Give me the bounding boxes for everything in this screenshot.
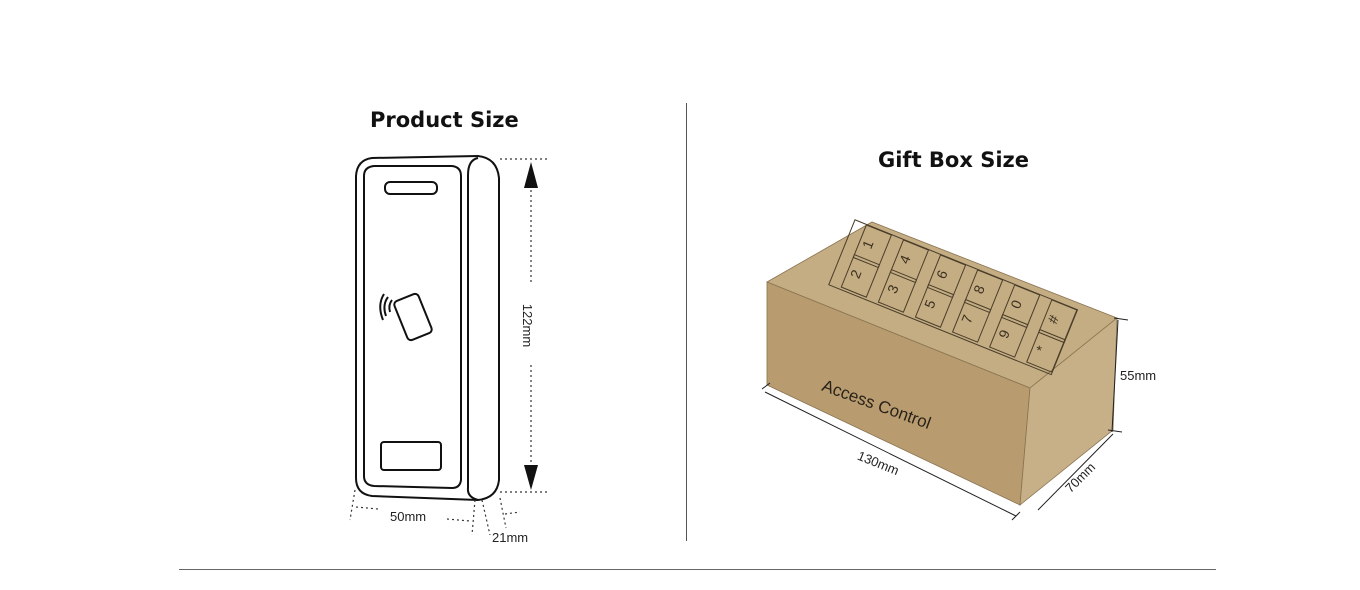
product-depth-label: 21mm (492, 530, 529, 545)
box-dimension-lines (761, 317, 1129, 521)
product-height-label: 122mm (520, 303, 536, 348)
height-arrows (524, 162, 538, 490)
rfid-card-icon (379, 292, 433, 342)
box-height-label: 55mm (1120, 368, 1157, 383)
product-width-label: 50mm (390, 509, 427, 524)
box-side-face (1019, 317, 1118, 506)
gift-box-size-title: Gift Box Size (878, 148, 1029, 172)
dimension-lines (349, 158, 548, 536)
bottom-divider (179, 569, 1216, 570)
product-size-title: Product Size (370, 108, 519, 132)
keypad-print (828, 219, 1079, 376)
card-reader-device (355, 154, 500, 502)
gift-box (766, 221, 1118, 506)
section-divider (686, 103, 687, 541)
